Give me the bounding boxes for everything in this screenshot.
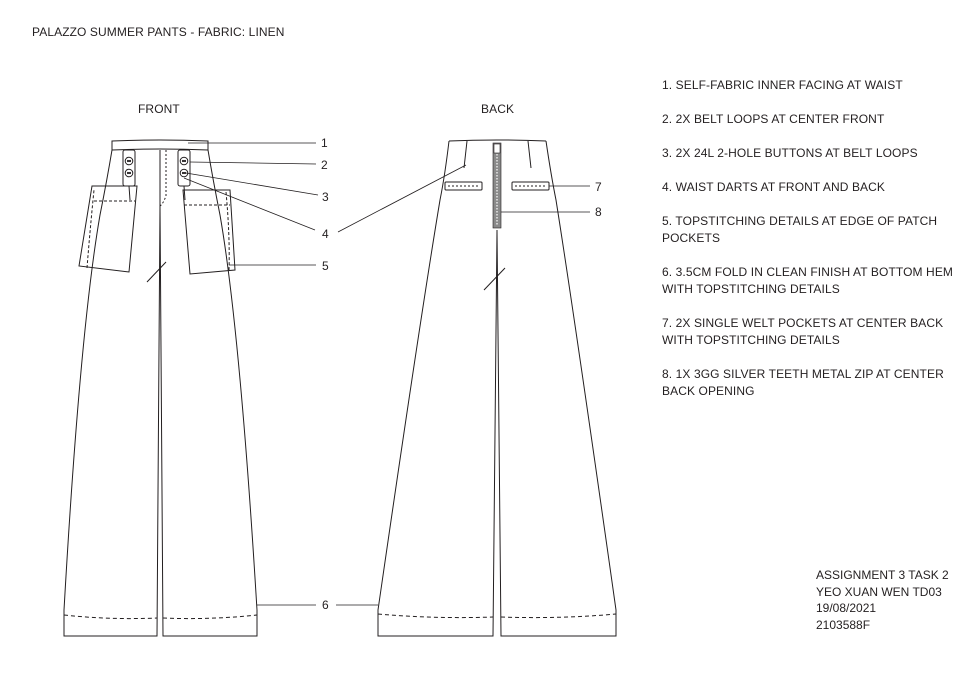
front-hem-topstitch: [63, 614, 158, 620]
callout-2: 2: [321, 158, 328, 172]
note-item: 8. 1X 3GG SILVER TEETH METAL ZIP AT CENT…: [662, 367, 944, 398]
callout-4: 4: [322, 227, 329, 241]
back-welt-pocket-left: [444, 181, 483, 191]
note-item: 7. 2X SINGLE WELT POCKETS AT CENTER BACK…: [662, 316, 944, 347]
author-label: YEO XUAN WEN TD03: [816, 584, 942, 599]
button-icon: [124, 156, 189, 178]
front-hem-topstitch-right: [162, 614, 258, 620]
back-dart-right: [527, 140, 532, 169]
callout-3: 3: [322, 190, 329, 204]
front-view-label: FRONT: [138, 102, 180, 116]
back-dart-left: [463, 140, 468, 169]
front-waistband: [111, 139, 209, 151]
callout-5: 5: [322, 259, 329, 273]
front-fly-stitch: [159, 150, 167, 207]
callout-leaders: [183, 142, 590, 606]
note-item: 5. TOPSTITCHING DETAILS AT EDGE OF PATCH…: [662, 214, 938, 245]
back-hem-topstitch-right: [500, 613, 617, 619]
callout-7: 7: [595, 180, 602, 194]
note-item: 2. 2X BELT LOOPS AT CENTER FRONT: [662, 112, 885, 126]
callout-1: 1: [321, 136, 328, 150]
front-belt-loop-left: [122, 149, 136, 187]
student-id-label: 2103588F: [816, 617, 871, 632]
back-view-label: BACK: [481, 102, 515, 116]
callout-6-front: 6: [322, 598, 329, 612]
front-grainline: [146, 261, 167, 283]
credits-block: ASSIGNMENT 3 TASK 2 YEO XUAN WEN TD03 19…: [816, 567, 949, 633]
sheet-title: PALAZZO SUMMER PANTS - FABRIC: LINEN: [32, 25, 285, 39]
front-pocket-left-topstitch: [86, 189, 135, 269]
front-dart-right: [183, 185, 186, 201]
note-item: 1. SELF-FABRIC INNER FACING AT WAIST: [662, 78, 903, 92]
callout-8: 8: [595, 205, 602, 219]
front-trousers: [63, 139, 258, 637]
back-waistband: [448, 139, 547, 142]
front-dart-left: [128, 185, 131, 201]
zip-icon: [492, 142, 502, 229]
front-belt-loop-right: [177, 149, 191, 187]
assignment-label: ASSIGNMENT 3 TASK 2: [816, 568, 949, 582]
back-hem-topstitch: [377, 613, 494, 619]
note-item: 6. 3.5CM FOLD IN CLEAN FINISH AT BOTTOM …: [662, 265, 954, 296]
front-pocket-right-topstitch: [184, 191, 230, 271]
note-item: 4. WAIST DARTS AT FRONT AND BACK: [662, 180, 886, 194]
note-item: 3. 2X 24L 2-HOLE BUTTONS AT BELT LOOPS: [662, 146, 918, 160]
back-grainline: [483, 267, 506, 291]
construction-notes: 1. SELF-FABRIC INNER FACING AT WAIST 2. …: [662, 77, 962, 417]
front-patch-pocket-left: [78, 185, 138, 273]
back-trousers: [377, 139, 617, 637]
date-label: 19/08/2021: [816, 601, 877, 615]
